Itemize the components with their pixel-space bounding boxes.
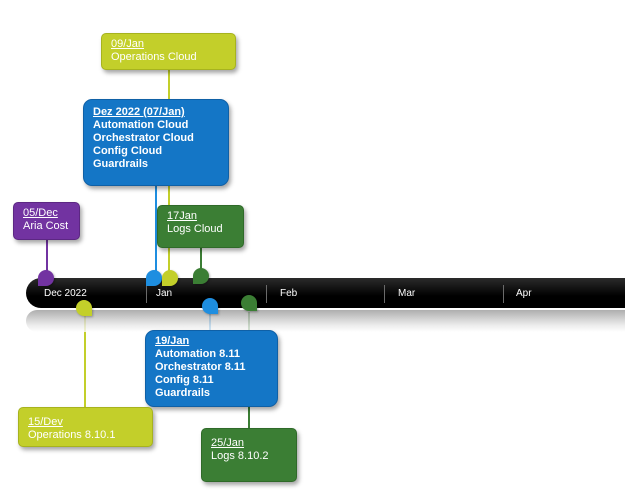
pin-aria-cost (38, 270, 54, 286)
month-label-feb: Feb (280, 288, 298, 299)
event-date: 25/Jan (211, 437, 245, 449)
event-line: Operations Cloud (111, 51, 197, 63)
event-line: Guardrails (155, 387, 211, 399)
month-label-jan: Jan (156, 288, 173, 299)
event-date: 19/Jan (155, 335, 190, 347)
event-automation-811: 19/Jan Automation 8.11 Orchestrator 8.11… (145, 330, 278, 407)
event-date: 15/Dev (28, 416, 63, 428)
month-label-mar: Mar (398, 288, 416, 299)
event-date: Dez 2022 (07/Jan) (93, 106, 185, 118)
event-line: Automation 8.11 (155, 348, 240, 360)
event-dez2022: Dez 2022 (07/Jan) Automation Cloud Orche… (83, 99, 229, 186)
event-line: Guardrails (93, 158, 149, 170)
connector-operations-8101 (84, 314, 86, 408)
pin-operations-cloud (162, 270, 178, 286)
pin-operations-8101 (76, 300, 92, 316)
timeline-tick (384, 285, 385, 303)
event-line: Logs Cloud (167, 223, 223, 235)
event-operations-cloud: 09/Jan Operations Cloud (101, 33, 236, 70)
event-logs-cloud: 17Jan Logs Cloud (157, 205, 244, 248)
connector-logs-cloud (200, 247, 202, 271)
event-line: Config Cloud (93, 145, 163, 157)
pin-automation-811 (202, 298, 218, 314)
connector-logs-8102-lower (248, 407, 250, 429)
timeline-tick (146, 285, 147, 303)
event-line: Orchestrator 8.11 (155, 361, 246, 373)
event-date: 05/Dec (23, 207, 58, 219)
event-date: 17Jan (167, 210, 197, 222)
month-label-dec: Dec 2022 (44, 288, 87, 299)
event-operations-8101: 15/Dev Operations 8.10.1 (18, 407, 153, 447)
event-line: Operations 8.10.1 (28, 429, 116, 441)
timeline-tick (266, 285, 267, 303)
event-line: Orchestrator Cloud (93, 132, 194, 144)
event-line: Config 8.11 (155, 374, 214, 386)
event-date: 09/Jan (111, 38, 145, 50)
month-label-apr: Apr (516, 288, 532, 299)
timeline-tick (503, 285, 504, 303)
pin-dez2022 (146, 270, 162, 286)
event-line: Logs 8.10.2 (211, 450, 269, 462)
event-aria-cost: 05/Dec Aria Cost (13, 202, 80, 240)
timeline-bar (26, 278, 625, 308)
connector-dez2022 (155, 185, 157, 273)
connector-operations-cloud (168, 69, 170, 100)
timeline-reflection (26, 310, 625, 332)
pin-logs-8102 (241, 295, 257, 311)
event-line: Aria Cost (23, 220, 69, 232)
event-logs-8102: 25/Jan Logs 8.10.2 (201, 428, 297, 482)
event-line: Automation Cloud (93, 119, 189, 131)
pin-logs-cloud (193, 268, 209, 284)
connector-aria-cost (46, 239, 48, 273)
